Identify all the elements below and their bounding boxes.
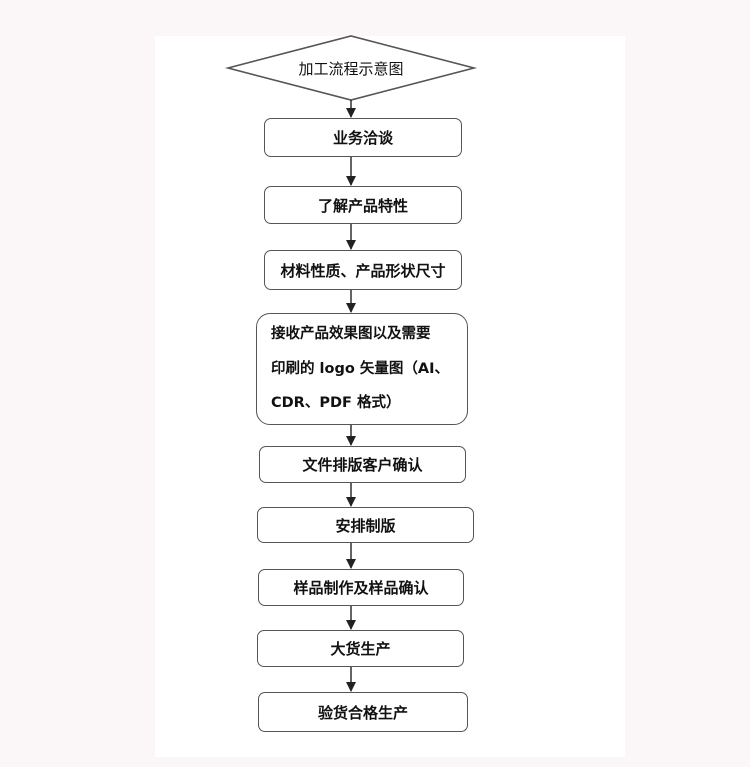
step-layout-confirmation: 文件排版客户确认 xyxy=(259,446,466,483)
step-label: 验货合格生产 xyxy=(317,703,408,722)
step-label: 材料性质、产品形状尺寸 xyxy=(280,261,446,280)
step-inspection-production: 验货合格生产 xyxy=(258,692,468,732)
diagram-title: 加工流程示意图 xyxy=(298,59,404,78)
step-label-line-2: 印刷的 logo 矢量图（AI、 xyxy=(271,360,449,377)
step-label: 文件排版客户确认 xyxy=(302,456,423,474)
step-sample-production: 样品制作及样品确认 xyxy=(258,569,464,606)
step-business-negotiation: 业务洽谈 xyxy=(264,118,462,157)
step-plate-making: 安排制版 xyxy=(257,507,474,543)
step-label: 样品制作及样品确认 xyxy=(293,579,429,597)
step-receive-artwork: 接收产品效果图以及需要 印刷的 logo 矢量图（AI、 CDR、PDF 格式） xyxy=(256,313,468,425)
step-label: 了解产品特性 xyxy=(317,196,408,215)
step-product-features: 了解产品特性 xyxy=(264,186,462,224)
step-label: 安排制版 xyxy=(335,516,396,535)
step-label: 业务洽谈 xyxy=(332,129,393,147)
step-label: 大货生产 xyxy=(330,640,391,658)
step-material-shape-size: 材料性质、产品形状尺寸 xyxy=(264,250,462,290)
step-label-line-3: CDR、PDF 格式） xyxy=(271,395,401,412)
step-label-line-1: 接收产品效果图以及需要 xyxy=(271,326,431,343)
title-diamond xyxy=(224,35,478,101)
step-mass-production: 大货生产 xyxy=(257,630,464,667)
